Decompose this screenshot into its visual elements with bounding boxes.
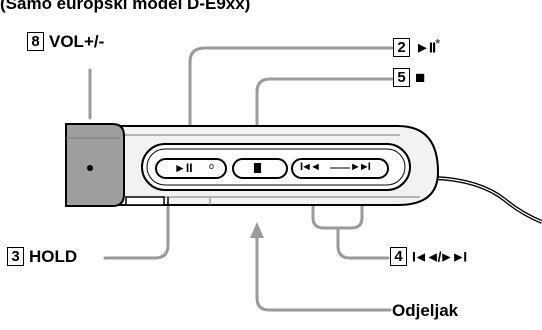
leader-hold	[103, 203, 170, 260]
callout-stop-symbol: ■	[415, 68, 425, 87]
hold-switch	[125, 196, 165, 206]
play-glyph[interactable]: ►II	[174, 161, 193, 175]
callout-skip: 4 I◄◄/►►I	[390, 247, 467, 266]
prev-glyph[interactable]: I◄◄	[300, 161, 321, 173]
callout-playpause-number: 2	[393, 38, 410, 58]
arrow-compartment	[250, 222, 264, 238]
callout-skip-number: 4	[390, 247, 407, 266]
callout-compartment: Odjeljak	[392, 301, 459, 320]
callout-stop: 5■	[393, 68, 425, 87]
leader-compartment	[255, 228, 392, 312]
callout-stop-number: 5	[393, 68, 410, 87]
callout-hold-number: 3	[7, 247, 24, 266]
callout-vol-number: 8	[27, 32, 44, 51]
leader-skip-h	[336, 226, 390, 260]
leader-stop	[255, 77, 394, 168]
callout-vol-label: VOL+/-	[49, 32, 105, 51]
cable	[434, 176, 542, 224]
callout-hold-label: HOLD	[29, 247, 78, 266]
callout-playpause-mark: *	[435, 36, 441, 51]
leader-playpause	[188, 46, 394, 170]
callout-playpause: 2 ►II*	[393, 36, 441, 58]
playpause-button	[155, 158, 227, 179]
next-glyph[interactable]: ►►I	[350, 161, 371, 173]
vol-dial	[65, 123, 125, 207]
callout-playpause-symbol: ►II	[415, 39, 436, 57]
header-text: (Samo europski model D-E9xx)	[0, 0, 251, 13]
callout-skip-symbol: I◄◄/►►I	[412, 248, 467, 265]
callout-hold: 3 HOLD	[7, 247, 77, 266]
callout-vol: 8 VOL+/-	[27, 32, 104, 51]
play-dot: o	[209, 161, 215, 171]
